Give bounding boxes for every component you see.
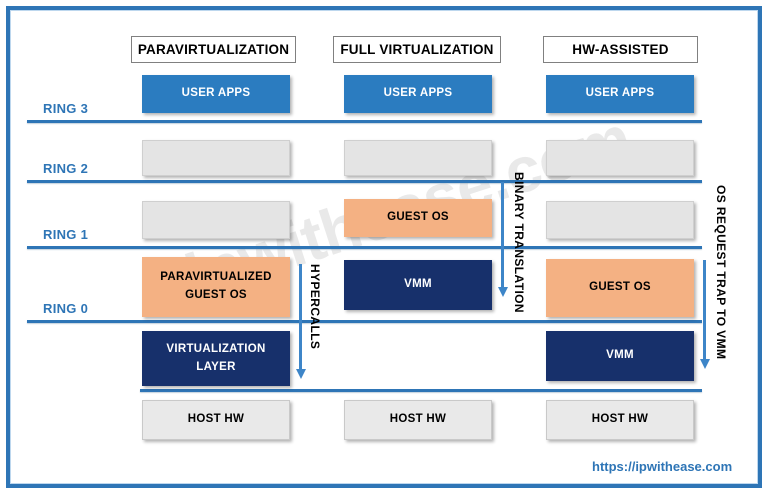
- box-col1-virtlayer-line1: VIRTUALIZATION: [166, 342, 266, 355]
- ring-label-ring-2: RING 2: [43, 161, 89, 176]
- binary-translation-arrow-icon: [501, 182, 504, 288]
- annotation-label-os-request-trap: OS REQUEST TRAP TO VMM: [714, 185, 728, 360]
- ring-label-ring-0: RING 0: [43, 301, 89, 316]
- box-col1-virtualization-layer: VIRTUALIZATION LAYER: [142, 331, 290, 386]
- box-col1-ring0-paravirtualized-guest-os: PARAVIRTUALIZED GUEST OS: [142, 257, 290, 317]
- box-col2-ring0-vmm: VMM: [344, 260, 492, 310]
- box-col2-ring1-guest-os: GUEST OS: [344, 199, 492, 237]
- ring-divider-ring-2: [27, 180, 702, 183]
- ring-divider-ring-1: [27, 246, 702, 249]
- box-col3-vmm: VMM: [546, 331, 694, 381]
- box-col1-ring3-user-apps: USER APPS: [142, 75, 290, 113]
- box-col1-host-hw: HOST HW: [142, 400, 290, 440]
- box-col3-ring3-user-apps: USER APPS: [546, 75, 694, 113]
- box-col1-virtlayer-line2: LAYER: [196, 360, 236, 373]
- box-col1-ring0-line1: PARAVIRTUALIZED: [160, 271, 272, 284]
- box-col3-ring1-empty: [546, 201, 694, 239]
- column-header-full-virtualization: FULL VIRTUALIZATION: [333, 36, 501, 63]
- os-request-trap-arrow-icon: [703, 260, 706, 360]
- box-col1-ring0-line2: GUEST OS: [185, 289, 247, 301]
- box-col3-ring2-empty: [546, 140, 694, 176]
- ring-divider-ring-0: [27, 320, 702, 323]
- box-col2-ring3-user-apps: USER APPS: [344, 75, 492, 113]
- box-col1-ring2-empty: [142, 140, 290, 176]
- ring-label-ring-3: RING 3: [43, 101, 89, 116]
- ring-divider-ring-3: [27, 120, 702, 123]
- box-col2-ring2-empty: [344, 140, 492, 176]
- ring-divider-host-boundary: [140, 389, 702, 392]
- column-header-paravirtualization: PARAVIRTUALIZATION: [131, 36, 296, 63]
- box-col2-host-hw: HOST HW: [344, 400, 492, 440]
- ring-label-ring-1: RING 1: [43, 227, 89, 242]
- annotation-label-hypercalls: HYPERCALLS: [308, 264, 322, 350]
- annotation-label-binary-translation: BINARY TRANSLATION: [512, 172, 526, 313]
- box-col1-ring1-empty: [142, 201, 290, 239]
- box-col3-host-hw: HOST HW: [546, 400, 694, 440]
- box-col3-ring0-guest-os: GUEST OS: [546, 259, 694, 317]
- hypercalls-arrow-icon: [299, 264, 302, 370]
- column-header-hw-assisted: HW-ASSISTED: [543, 36, 698, 63]
- source-url[interactable]: https://ipwithease.com: [592, 459, 733, 474]
